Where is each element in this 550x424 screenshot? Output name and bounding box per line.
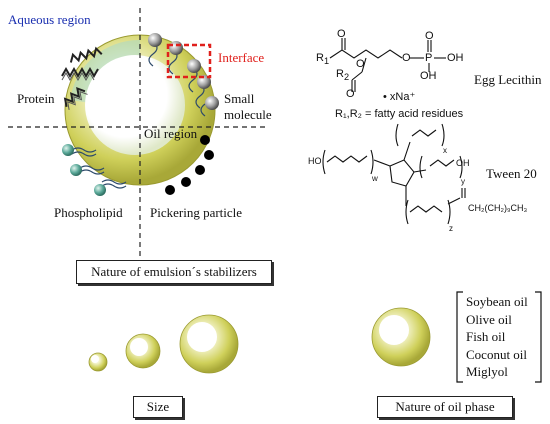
tween20-name: Tween 20 — [486, 166, 537, 181]
tween-z: z — [449, 224, 453, 233]
size-caption: Size — [146, 399, 170, 414]
protein-chains — [61, 46, 103, 110]
protein-label: Protein — [17, 91, 55, 106]
lecithin-p: P — [425, 52, 433, 64]
lecithin-r1: R1 — [316, 52, 330, 67]
oil-item: Fish oil — [466, 329, 506, 344]
tween-y: y — [461, 177, 465, 186]
oil-list: Soybean oil Olive oil Fish oil Coconut o… — [466, 293, 528, 381]
small-molecule-label-line1: Small — [224, 91, 255, 106]
phospholipid-heads — [62, 144, 106, 196]
phospholipids — [71, 147, 127, 189]
interface-label: Interface — [218, 50, 265, 65]
oil-phase-caption: Nature of oil phase — [395, 399, 495, 414]
small-molecule-label-line2: molecule — [224, 107, 272, 122]
size-droplets — [88, 314, 239, 374]
lecithin-r2: R2 — [336, 68, 350, 83]
oil-list-bracket-right — [535, 291, 542, 383]
oil-item: Coconut oil — [466, 346, 528, 362]
pickering-particles — [165, 135, 214, 195]
lecithin-o2: O — [356, 58, 365, 70]
tween-w: w — [372, 174, 378, 183]
pickering-particle-label: Pickering particle — [150, 205, 243, 220]
tween20-structure — [322, 123, 466, 225]
tween-tail: CH₂(CH₂)₉CH₃ — [468, 203, 528, 213]
egg-lecithin-structure — [329, 38, 446, 92]
lecithin-salt: • xNa⁺ — [383, 91, 416, 103]
lecithin-o3: O — [346, 88, 355, 100]
egg-lecithin-name: Egg Lecithin — [474, 72, 542, 87]
phospholipid-label: Phospholipid — [54, 205, 123, 220]
tween-ho: HO — [308, 156, 322, 166]
stabilizers-caption-box: Nature of emulsion´s stabilizers — [76, 260, 272, 284]
oil-phase-caption-box: Nature of oil phase — [377, 396, 513, 418]
size-caption-box: Size — [133, 396, 183, 418]
lecithin-residues-note: R₁,R₂ = fatty acid residues — [335, 108, 464, 120]
interface-box — [166, 43, 212, 79]
oil-item: Miglyol — [466, 364, 508, 379]
oil-list-bracket-left — [456, 291, 463, 383]
oil-item: Soybean oil — [466, 294, 528, 309]
lecithin-o1: O — [337, 28, 346, 40]
oil-item: Olive oil — [466, 311, 512, 327]
oil-phase-droplet — [371, 307, 431, 367]
stabilizers-caption: Nature of emulsion´s stabilizers — [91, 264, 257, 279]
tween-oh: OH — [456, 158, 470, 168]
lecithin-o5: O — [425, 30, 434, 42]
lecithin-o4: O — [402, 52, 411, 64]
oil-region-label: Oil region — [144, 126, 198, 141]
lecithin-oh2: OH — [420, 70, 437, 82]
tween-x: x — [443, 146, 447, 155]
aqueous-region-label: Aqueous region — [8, 12, 91, 27]
lecithin-oh1: OH — [447, 52, 464, 64]
